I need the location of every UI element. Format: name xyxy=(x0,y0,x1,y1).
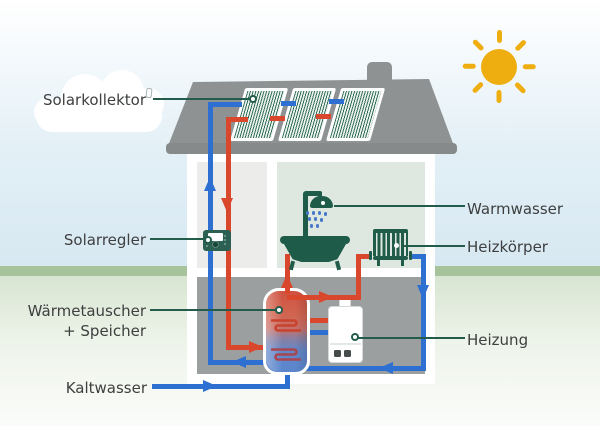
callout-line-warmwasser xyxy=(334,205,465,207)
cloud-base xyxy=(36,100,162,132)
water-drop xyxy=(320,218,323,222)
pipe-solar-hot-roof xyxy=(226,117,248,122)
pipe-panel-link-hot xyxy=(316,114,331,119)
sun-ray xyxy=(497,90,502,103)
callout-dot-panel xyxy=(249,95,257,103)
pipe-radiator-return-v xyxy=(421,254,426,371)
label-heizkoerper: Heizkörper xyxy=(467,238,548,256)
controller-led xyxy=(224,235,226,237)
bathtub-body xyxy=(284,244,346,262)
flow-arrow-icon xyxy=(417,285,429,299)
boiler-panel-line xyxy=(330,343,361,345)
radiator-foot xyxy=(377,260,380,266)
controller-led xyxy=(224,239,226,241)
pipe-panel-link-cold xyxy=(329,99,344,104)
boiler-vent xyxy=(344,350,351,357)
heat-exchanger-coil-upper xyxy=(271,319,301,332)
callout-line-waermetauscher xyxy=(150,309,279,311)
flow-arrow-icon xyxy=(204,177,216,191)
flow-arrow-icon xyxy=(221,198,233,212)
controller-display xyxy=(208,233,223,241)
flow-arrow-icon xyxy=(281,274,293,288)
label-solarkollektor: Solarkollektor xyxy=(42,91,146,109)
radiator-top-bar xyxy=(373,229,408,233)
callout-line-solarregler xyxy=(150,238,207,240)
pipe-solar-cold-roof xyxy=(208,102,242,107)
callout-dot-radiator xyxy=(394,243,399,248)
water-drop xyxy=(312,211,315,215)
flow-arrow-icon xyxy=(379,362,393,374)
callout-line-heizung xyxy=(358,337,465,339)
pipe-solar-hot-tank xyxy=(228,345,267,350)
callout-dot-boiler xyxy=(351,333,359,341)
label-solarregler: Solarregler xyxy=(63,231,146,249)
radiator-valve xyxy=(369,251,372,260)
water-drop xyxy=(306,211,309,215)
pipe-radiator-supply-v xyxy=(356,257,361,300)
callout-dot-tank xyxy=(275,306,283,314)
water-drop xyxy=(318,211,321,215)
roof-eaves xyxy=(166,143,457,154)
pipe-coldwater-main xyxy=(152,384,290,389)
pipe-panel-link-hot xyxy=(270,116,285,121)
water-drop xyxy=(310,224,313,228)
radiator-icon xyxy=(373,232,408,256)
flow-arrow-icon xyxy=(249,341,263,353)
radiator-valve xyxy=(409,251,412,260)
pipe-boiler-cold xyxy=(306,330,330,335)
shower-neck xyxy=(318,192,322,199)
controller-led xyxy=(224,243,226,245)
water-drop xyxy=(308,217,311,221)
radiator-bottom-bar xyxy=(373,256,408,260)
sun-ray xyxy=(522,64,536,69)
callout-line-solarkollektor xyxy=(153,98,253,100)
pipe-radiator-return-h xyxy=(304,366,426,371)
label-waermetauscher-line2: + Speicher xyxy=(63,322,146,340)
water-drop xyxy=(314,217,317,221)
pipe-radiator-supply-stub xyxy=(356,254,369,259)
label-waermetauscher: Wärmetauscher + Speicher xyxy=(28,302,146,340)
sun-ray xyxy=(462,64,476,69)
flow-arrow-icon xyxy=(203,380,217,392)
pipe-panel-link-cold xyxy=(281,101,296,106)
sun-core xyxy=(481,49,517,85)
pipe-boiler-hot xyxy=(306,318,330,323)
heat-exchanger-coil-lower xyxy=(271,348,301,361)
water-drop xyxy=(316,224,319,228)
bathtub-icon xyxy=(280,236,350,244)
radiator-foot xyxy=(401,260,404,266)
label-kaltwasser: Kaltwasser xyxy=(65,379,147,397)
controller-knob xyxy=(212,241,219,248)
thermometer-marker-icon xyxy=(145,87,153,99)
shower-arm xyxy=(303,191,322,196)
label-waermetauscher-line1: Wärmetauscher xyxy=(27,302,146,320)
water-drop xyxy=(324,212,327,216)
shower-pole xyxy=(303,193,308,240)
flow-arrow-icon xyxy=(319,291,333,303)
label-warmwasser: Warmwasser xyxy=(467,200,564,218)
pipe-coldwater-stub xyxy=(285,372,290,387)
callout-dot-regler xyxy=(204,236,212,244)
controller-led xyxy=(206,245,208,247)
pipe-radiator-return-stub xyxy=(410,254,426,259)
callout-dot-shower xyxy=(321,201,325,205)
boiler-vent xyxy=(334,350,341,357)
callout-line-heizkoerper xyxy=(401,245,465,247)
label-heizung: Heizung xyxy=(467,331,529,349)
sun-ray xyxy=(497,30,502,43)
flow-arrow-icon xyxy=(232,356,246,368)
